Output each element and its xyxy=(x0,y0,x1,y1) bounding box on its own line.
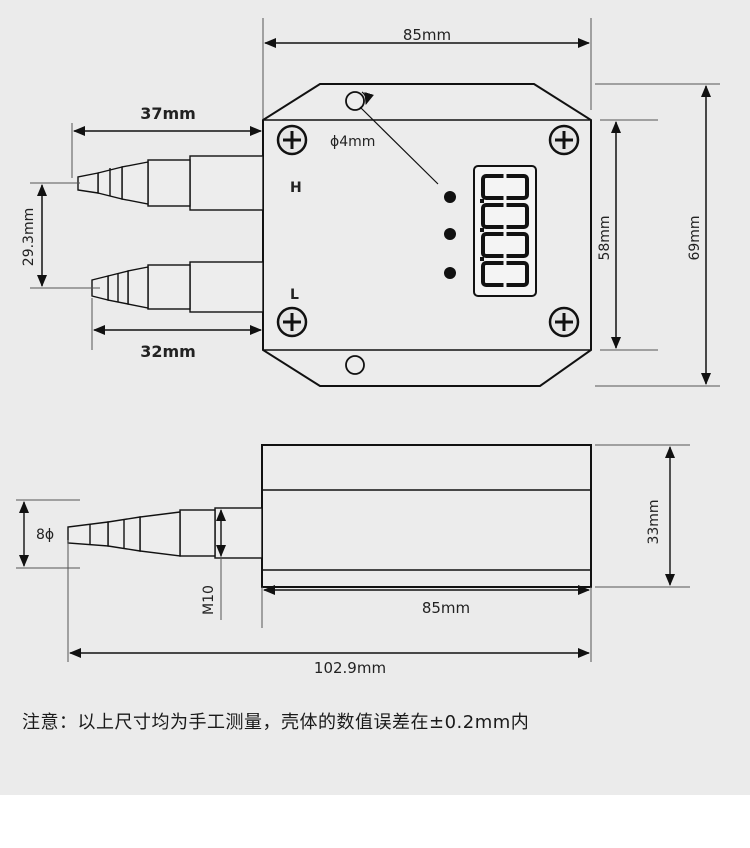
side-height-label: 33mm xyxy=(646,499,662,544)
mount-hole-bottom xyxy=(345,355,365,375)
side-fitting xyxy=(67,507,263,559)
overall-length-label: 102.9mm xyxy=(314,659,386,677)
lcd-decimal-point xyxy=(480,257,484,261)
side-body xyxy=(261,444,592,588)
body-width-label: 85mm xyxy=(422,599,470,617)
high-port-length-label: 37mm xyxy=(140,104,196,123)
side-view: M10 8ϕ 85mm 102.9mm 33mm xyxy=(16,444,690,677)
indicator-dot xyxy=(444,267,456,279)
high-port-mark: H xyxy=(290,180,302,196)
height-label: 69mm xyxy=(687,215,703,260)
lcd-decimal-point xyxy=(480,228,484,232)
high-pressure-port xyxy=(77,155,264,211)
lcd-display xyxy=(473,165,537,297)
width-label: 85mm xyxy=(403,26,451,44)
hole-span-label: 58mm xyxy=(597,215,613,260)
low-port-mark: L xyxy=(290,287,299,303)
screw-icon xyxy=(548,124,580,156)
thread-label: M10 xyxy=(201,585,217,615)
top-view: 85mm xyxy=(21,18,720,387)
mount-hole-top xyxy=(345,91,374,111)
housing-outline xyxy=(262,83,592,387)
lcd-decimal-point xyxy=(480,199,484,203)
low-pressure-port xyxy=(91,261,264,313)
screw-icon xyxy=(548,306,580,338)
port-spacing-label: 29.3mm xyxy=(21,208,37,266)
measurement-note: 注意：以上尺寸均为手工测量，壳体的数值误差在±0.2mm内 xyxy=(22,712,530,733)
indicator-dot xyxy=(444,191,456,203)
width-dimension: 85mm xyxy=(264,26,590,48)
tube-od-label: 8ϕ xyxy=(36,527,54,543)
screw-icon xyxy=(276,124,308,156)
low-port-length-label: 32mm xyxy=(140,342,196,361)
screw-icon xyxy=(276,306,308,338)
hole-leader-line xyxy=(359,106,439,185)
mount-hole-label: ϕ4mm xyxy=(330,134,375,150)
indicator-dot xyxy=(444,228,456,240)
